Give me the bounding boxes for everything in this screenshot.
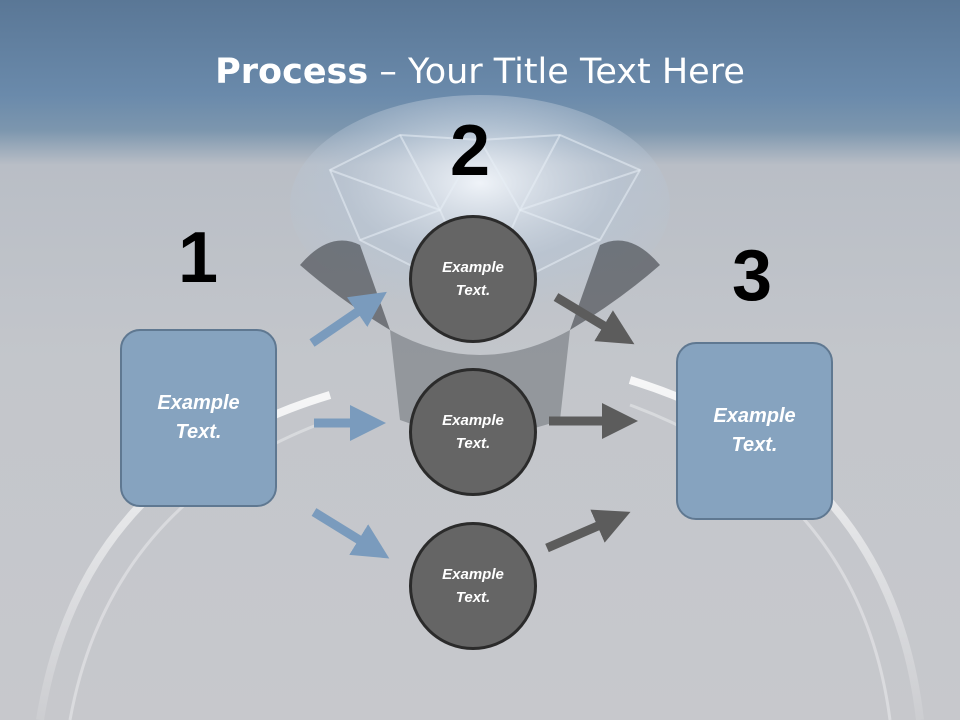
diamond-glow [290, 95, 670, 315]
arrow-bottom-to-right [545, 509, 631, 553]
right-box: Example Text. [676, 342, 833, 520]
circle-top-line1: Example [442, 259, 504, 276]
slide-title: Process – Your Title Text Here [0, 52, 960, 92]
left-box-line1: Example [157, 392, 240, 414]
left-box: Example Text. [120, 329, 277, 507]
arrow-left-to-top [309, 291, 387, 347]
arrow-top-to-right [553, 293, 635, 345]
right-box-line2: Text. [731, 434, 778, 456]
step-number-3: 3 [732, 236, 773, 316]
title-bold: Process [215, 52, 369, 92]
right-box-text: Example Text. [713, 402, 795, 460]
step-number-1: 1 [178, 218, 219, 298]
title-rest: – Your Title Text Here [368, 52, 745, 92]
circle-middle-line2: Text. [455, 435, 491, 452]
circle-bottom-line1: Example [442, 566, 504, 583]
right-box-line1: Example [713, 405, 796, 427]
circle-middle-line1: Example [442, 412, 504, 429]
step-number-2: 2 [450, 111, 491, 191]
left-box-text: Example Text. [157, 389, 239, 447]
left-box-line2: Text. [175, 421, 222, 443]
circle-bottom-line2: Text. [455, 589, 491, 606]
circle-top-line2: Text. [455, 282, 491, 299]
arrow-left-to-bottom [311, 508, 390, 559]
